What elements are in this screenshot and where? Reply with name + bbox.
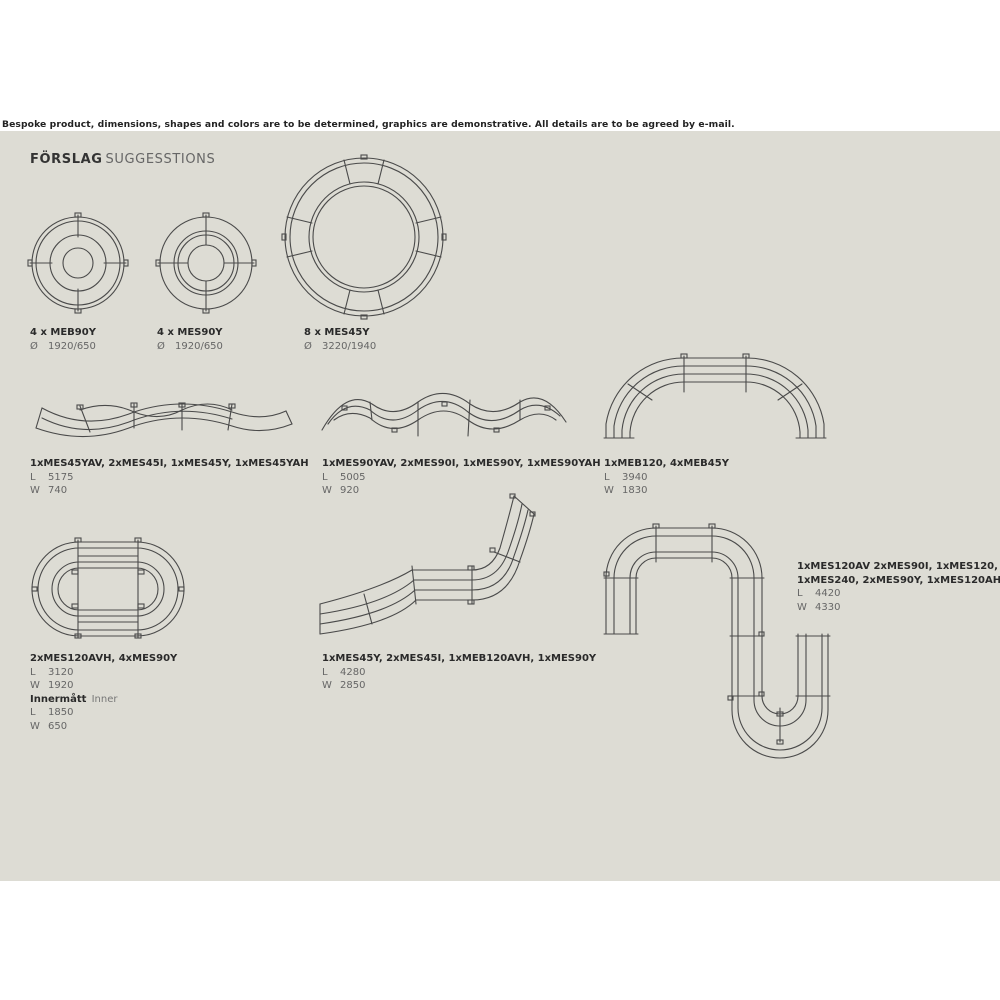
caption-title: 1xMES90YAV, 2xMES90I, 1xMES90Y, 1xMES90Y… [322, 458, 601, 469]
caption-mes45-wave: 1xMES45YAV, 2xMES45I, 1xMES45Y, 1xMES45Y… [30, 457, 309, 498]
diagram-mes45-wave [35, 402, 293, 438]
diagram-mes90y-circle [155, 212, 257, 314]
diagram-mes45y-circle [281, 154, 447, 320]
caption-title-line1: 1xMES120AV 2xMES90I, 1xMES120, [797, 561, 998, 572]
section-title-main: FÖRSLAG [30, 152, 103, 167]
caption-title: 1xMEB120, 4xMEB45Y [604, 458, 729, 469]
diagram-mixed-snake [319, 493, 536, 635]
caption-title: 4 x MEB90Y [30, 327, 96, 338]
diagram-meb120-u [603, 353, 827, 439]
disclaimer-text: Bespoke product, dimensions, shapes and … [2, 119, 735, 130]
caption-mes90-wave: 1xMES90YAV, 2xMES90I, 1xMES90Y, 1xMES90Y… [322, 457, 601, 498]
caption-title: 4 x MES90Y [157, 327, 223, 338]
caption-title: 8 x MES45Y [304, 327, 370, 338]
caption-title: 1xMES45Y, 2xMES45I, 1xMEB120AVH, 1xMES90… [322, 653, 597, 664]
caption-mixed-snake: 1xMES45Y, 2xMES45I, 1xMEB120AVH, 1xMES90… [322, 652, 596, 693]
suggestions-panel [0, 131, 1000, 881]
diagram-meb90y-circle [27, 212, 129, 314]
caption-title: 1xMES45YAV, 2xMES45I, 1xMES45Y, 1xMES45Y… [30, 458, 309, 469]
diagram-large-serpentine [603, 523, 831, 759]
caption-large-serpentine: 1xMES120AV 2xMES90I, 1xMES120, 1xMES240,… [797, 560, 1000, 614]
caption-title-line2: 1xMES240, 2xMES90Y, 1xMES120AH [797, 574, 1000, 586]
diagram-mes120-oval [31, 537, 185, 639]
section-title-sub: SUGGESSTIONS [105, 152, 216, 167]
diagram-mes90-wave [321, 392, 567, 437]
caption-title: 2xMES120AVH, 4xMES90Y [30, 653, 178, 664]
caption-inner-heading: Innermått Inner [30, 693, 118, 705]
